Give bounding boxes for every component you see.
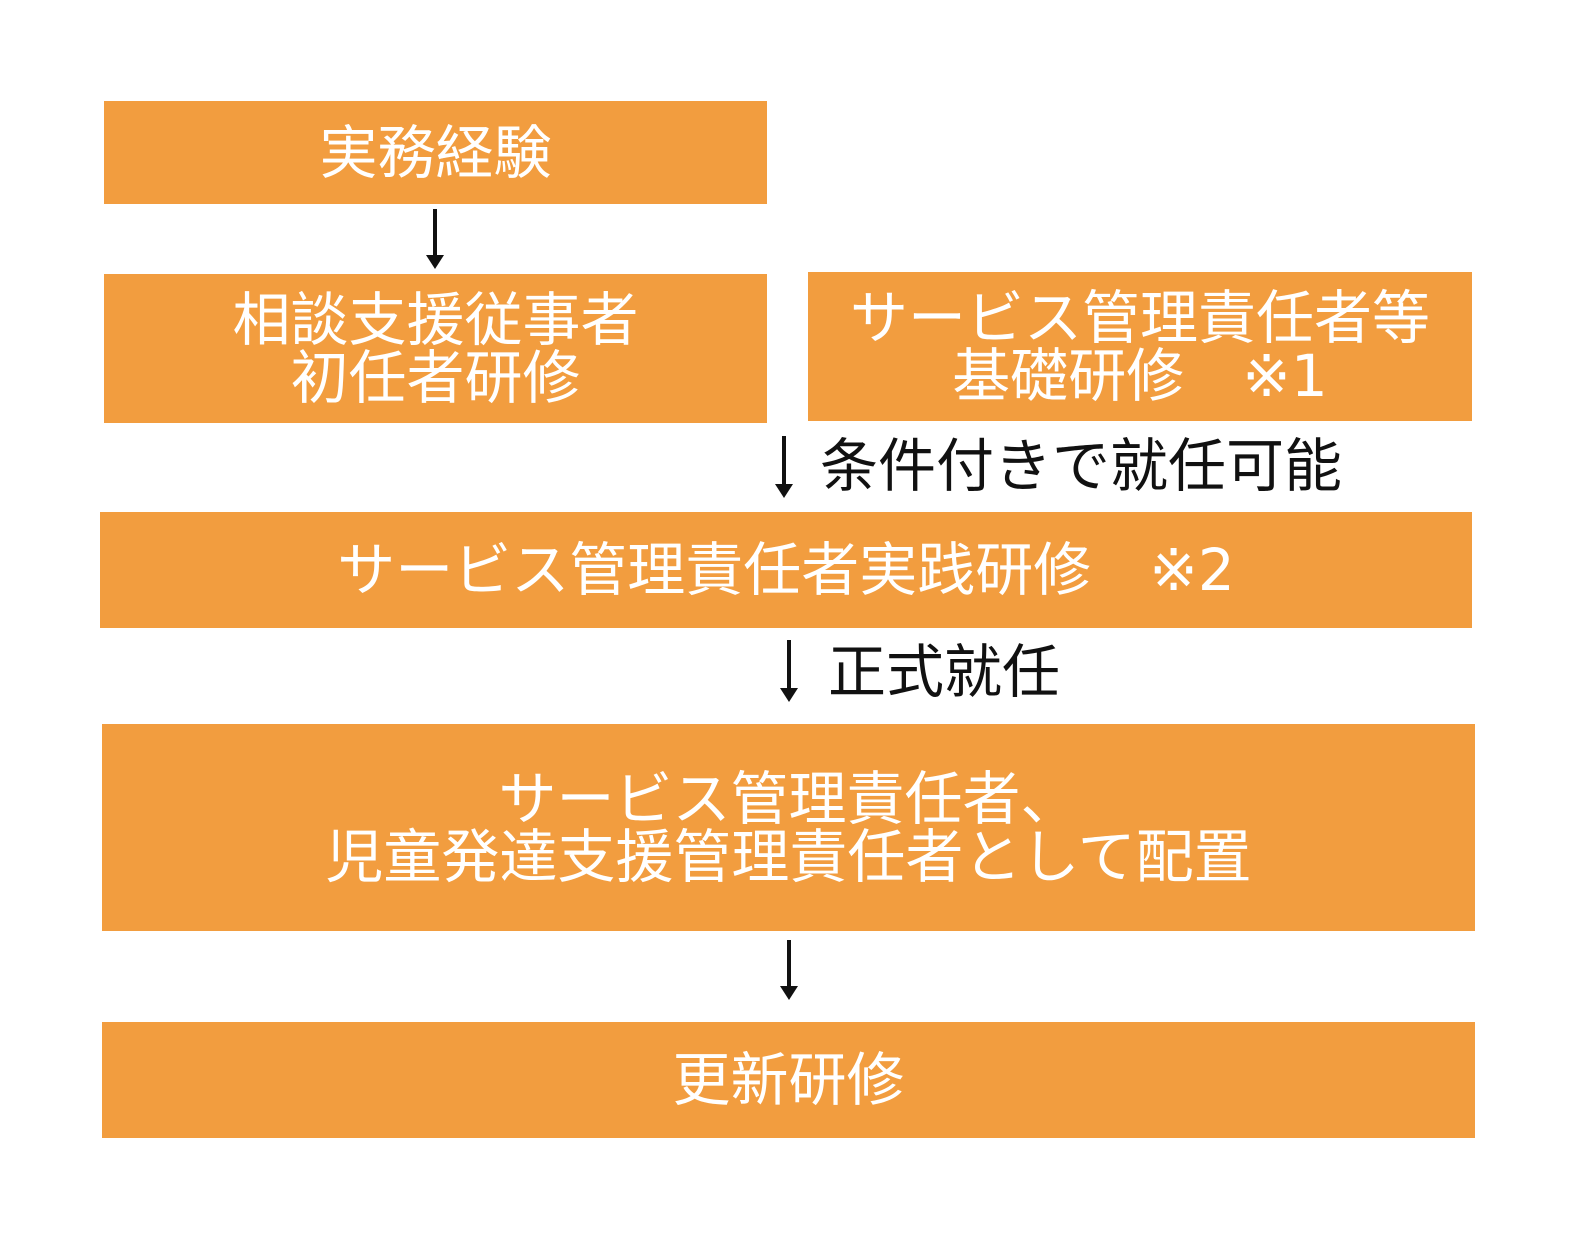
down-arrow-icon bbox=[426, 209, 444, 269]
practice-training-box: サービス管理責任者実践研修 ※2 bbox=[100, 512, 1472, 628]
renewal-training-box: 更新研修 bbox=[102, 1022, 1475, 1138]
practice-training-text: サービス管理責任者実践研修 ※2 bbox=[337, 536, 1235, 604]
placement-box: サービス管理責任者、 児童発達支援管理責任者として配置 bbox=[102, 724, 1475, 931]
consult-training-box: 相談支援従事者 初任者研修 bbox=[104, 274, 767, 423]
basic-training-box: サービス管理責任者等 基礎研修 ※1 bbox=[808, 272, 1472, 421]
down-arrow-icon bbox=[780, 940, 798, 1000]
down-arrow-icon bbox=[780, 640, 798, 702]
basic-training-line2: 基礎研修 ※1 bbox=[952, 341, 1328, 410]
consult-training-line1: 相談支援従事者 bbox=[232, 285, 639, 354]
down-arrow-icon bbox=[775, 436, 793, 498]
official-appointment-label: 正式就任 bbox=[828, 638, 1061, 706]
consult-training-line2: 初任者研修 bbox=[290, 343, 581, 412]
renewal-training-text: 更新研修 bbox=[672, 1046, 905, 1114]
placement-line1: サービス管理責任者、 bbox=[498, 764, 1079, 833]
placement-line2: 児童発達支援管理責任者として配置 bbox=[325, 822, 1252, 891]
experience-box: 実務経験 bbox=[104, 101, 767, 204]
experience-box-text: 実務経験 bbox=[319, 118, 552, 187]
basic-training-line1: サービス管理責任者等 bbox=[849, 283, 1430, 352]
conditional-appointment-label: 条件付きで就任可能 bbox=[820, 432, 1343, 500]
